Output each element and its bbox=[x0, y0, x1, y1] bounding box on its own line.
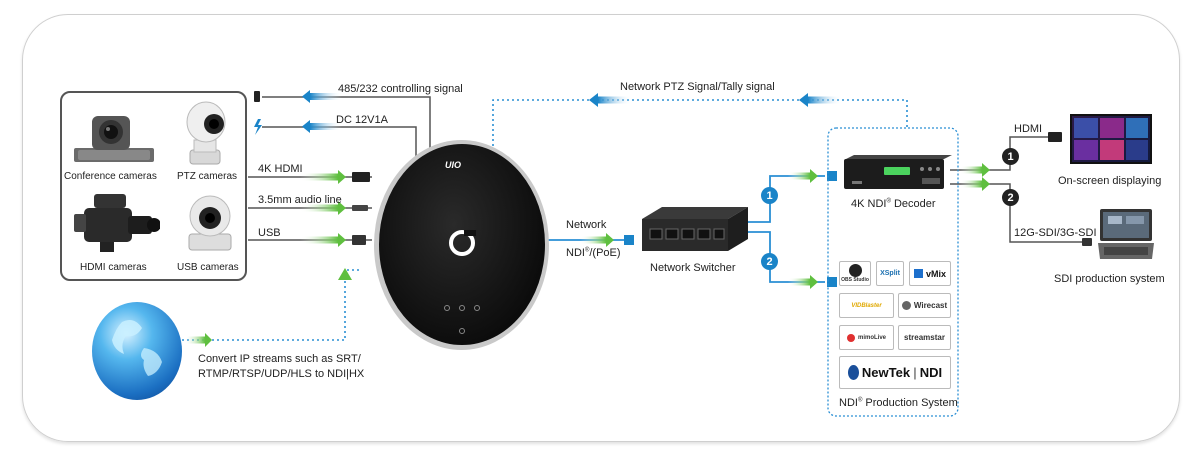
ptz-camera-icon bbox=[186, 101, 226, 165]
switch-decoder-link bbox=[745, 169, 837, 223]
hdmi-in-link bbox=[248, 170, 372, 184]
vmix-logo: vMix bbox=[909, 261, 951, 286]
obs-icon bbox=[848, 264, 862, 277]
globe-icon bbox=[92, 302, 182, 400]
display-screen-icon bbox=[1070, 114, 1152, 164]
network-label: Network bbox=[566, 219, 607, 231]
streamstar-logo: streamstar bbox=[898, 325, 951, 350]
conference-camera-icon bbox=[74, 116, 154, 162]
hdmi-camera-icon bbox=[74, 194, 160, 252]
audio-label: 3.5mm audio line bbox=[258, 194, 342, 206]
production-label: NDI® Production System bbox=[839, 397, 958, 409]
vmix-icon bbox=[913, 269, 923, 278]
ndi-poe-label: NDI®/(PoE) bbox=[566, 247, 621, 259]
wirecast-logo: Wirecast bbox=[898, 293, 951, 318]
wirecast-icon bbox=[901, 301, 911, 310]
usb-label: USB bbox=[258, 227, 281, 239]
newtek-ndi-logo: NewTek|NDI bbox=[839, 356, 951, 389]
ip-stream-link bbox=[182, 268, 360, 347]
obs-logo: OBS Studio bbox=[839, 261, 871, 286]
encoder-brand: UIO bbox=[445, 160, 462, 170]
ptz-camera-label: PTZ cameras bbox=[177, 171, 238, 182]
sdi-out-link bbox=[950, 177, 1092, 246]
badge-2-dark: 2 bbox=[1002, 189, 1019, 206]
hdmi-camera-label: HDMI cameras bbox=[80, 262, 147, 273]
vidblaster-logo: VIDBlaster bbox=[839, 293, 894, 318]
sdi-system-label: SDI production system bbox=[1054, 273, 1165, 285]
network-ptz-link bbox=[492, 93, 908, 156]
rs485-label: 485/232 controlling signal bbox=[338, 83, 463, 95]
hdmi-out-label: HDMI bbox=[1014, 123, 1043, 135]
xsplit-logo: XSplit bbox=[876, 261, 904, 286]
hdmi-in-label: 4K HDMI bbox=[258, 163, 303, 175]
usb-camera-icon bbox=[188, 195, 232, 251]
decoder-label: 4K NDI® Decoder bbox=[851, 198, 936, 210]
badge-2-blue: 2 bbox=[761, 253, 778, 270]
switch-production-link bbox=[745, 231, 837, 289]
encoder-leds-icon bbox=[444, 305, 480, 334]
display-label: On-screen displaying bbox=[1058, 175, 1162, 187]
mimolive-icon bbox=[846, 333, 855, 342]
dc-link bbox=[254, 119, 417, 166]
usb-camera-label: USB cameras bbox=[177, 262, 239, 273]
diagram-frame bbox=[22, 14, 1180, 442]
usb-link bbox=[248, 233, 372, 247]
mimolive-logo: mimoLive bbox=[839, 325, 894, 350]
decoder-device-icon bbox=[844, 155, 952, 189]
ip-streams-line1: Convert IP streams such as SRT/ bbox=[198, 353, 361, 365]
badge-1-dark: 1 bbox=[1002, 148, 1019, 165]
network-link bbox=[546, 233, 634, 247]
dc-label: DC 12V1A bbox=[336, 114, 388, 126]
encoder-logo-icon bbox=[449, 230, 476, 256]
ip-streams-line2: RTMP/RTSP/UDP/HLS to NDI|HX bbox=[198, 368, 365, 380]
rs485-link bbox=[254, 90, 431, 158]
network-ptz-label: Network PTZ Signal/Tally signal bbox=[620, 81, 775, 93]
sdi-out-label: 12G-SDI/3G-SDI bbox=[1014, 227, 1097, 239]
switcher-label: Network Switcher bbox=[650, 262, 736, 274]
audio-link bbox=[248, 201, 372, 215]
badge-1-blue: 1 bbox=[761, 187, 778, 204]
sdi-system-icon bbox=[1098, 209, 1154, 259]
newtek-icon bbox=[847, 365, 859, 380]
network-switcher-icon bbox=[642, 207, 748, 251]
ndi-system-box bbox=[827, 127, 959, 417]
conference-camera-label: Conference cameras bbox=[64, 171, 157, 182]
